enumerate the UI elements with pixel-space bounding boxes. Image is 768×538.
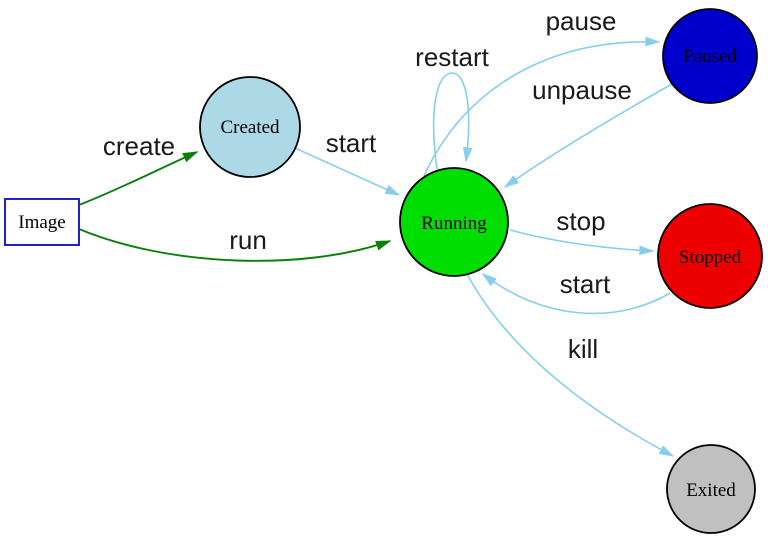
edge-pause: [423, 36, 661, 177]
node-created-label: Created: [220, 117, 280, 138]
edge-stop: [509, 229, 655, 256]
node-stopped: [657, 203, 763, 309]
node-created: [199, 76, 301, 178]
node-running-label: Running: [421, 213, 487, 234]
edge-create: [78, 151, 199, 206]
node-running: [399, 167, 509, 277]
node-paused: [662, 8, 758, 104]
node-paused-label: Paused: [683, 46, 737, 67]
edge-run: [78, 228, 392, 262]
edge-start-from-stopped: [481, 273, 671, 315]
edge-unpause-label: unpause: [532, 75, 632, 105]
edge-restart-label: restart: [415, 42, 489, 72]
node-image: [4, 198, 80, 246]
node-image-label: Image: [18, 212, 65, 233]
node-stopped-label: Stopped: [679, 247, 742, 268]
node-exited: [666, 444, 756, 534]
edge-pause-label: pause: [546, 6, 617, 36]
node-exited-label: Exited: [686, 480, 736, 501]
edge-start2-label: start: [560, 269, 611, 299]
edge-start: [294, 147, 401, 196]
edge-stop-label: stop: [556, 206, 605, 236]
edge-kill: [466, 273, 675, 457]
edge-restart-self-loop: [432, 72, 473, 170]
edge-kill-label: kill: [568, 334, 598, 364]
edge-start-label: start: [326, 128, 377, 158]
edge-create-label: create: [103, 131, 175, 161]
edge-unpause: [503, 83, 673, 188]
edge-run-label: run: [229, 225, 267, 255]
